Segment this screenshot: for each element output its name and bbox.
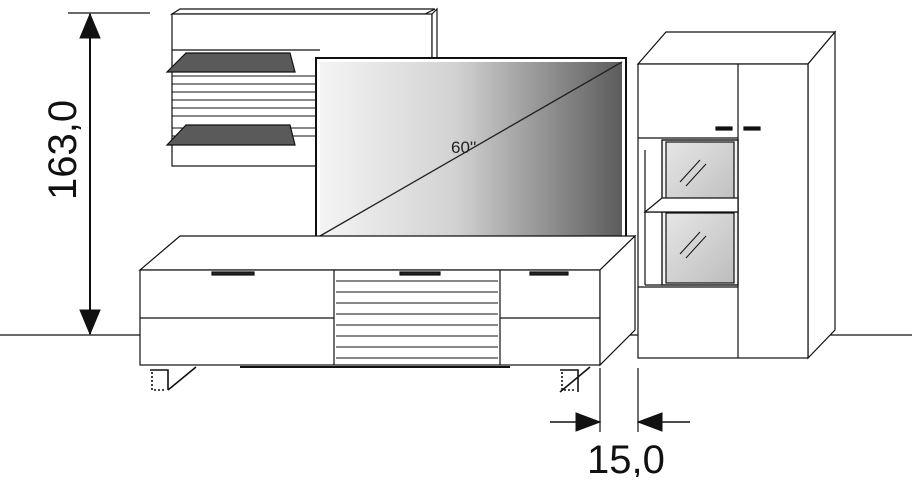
glass-panel-lower [665,212,735,284]
wall-shelf-unit [165,7,438,168]
lowboard-slats [336,280,498,359]
shelf-board-upper [165,52,296,73]
height-label: 163,0 [41,100,85,200]
gap-label: 15,0 [587,438,665,477]
tv-size-label: 60'' [451,138,476,157]
shelf-board-lower [165,124,296,146]
vitrine-cabinet [636,30,837,360]
arrow-up-icon [79,12,101,39]
arrow-down-icon [79,309,101,336]
tv: 60'' [315,57,627,244]
lowboard [138,234,637,393]
arrow-left-icon [636,412,663,432]
height-dimension [68,12,150,336]
arrow-right-icon [575,412,602,432]
lowboard-leg-right [559,366,591,393]
lowboard-leg-left [150,366,197,391]
gap-dimension [550,368,690,432]
